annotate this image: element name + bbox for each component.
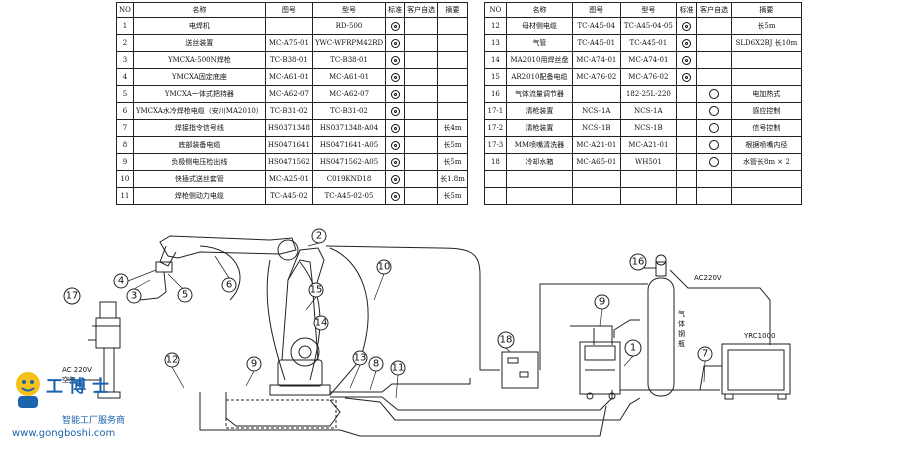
callout-9a: 9: [251, 359, 257, 370]
brand-logo-icon: [16, 372, 40, 408]
table-cell-note: [730, 187, 803, 205]
double-circle-icon: [682, 38, 692, 48]
standard-mark-cell: [676, 34, 698, 52]
air-label: 空气: [62, 375, 76, 384]
double-circle-icon: [390, 55, 400, 65]
table-cell-note: 长5m: [437, 187, 468, 205]
brand-logo-text: 工博士: [46, 377, 115, 397]
double-circle-icon: [390, 157, 400, 167]
callout-8: 8: [373, 359, 379, 370]
ac-left-label: AC 220V: [62, 366, 92, 374]
standard-mark-cell: [385, 170, 406, 188]
table-cell-model: TC-A45-02-05: [311, 187, 387, 205]
double-circle-icon: [390, 140, 400, 150]
table-header-cell: 摘要: [437, 2, 468, 18]
callout-3: 3: [131, 291, 137, 302]
table-row: [484, 187, 803, 205]
circle-icon: [709, 89, 719, 99]
brand-url: www.gongboshi.com: [12, 428, 116, 439]
callout-14: 14: [315, 318, 328, 329]
standard-mark-cell: [385, 119, 406, 137]
gas-cylinder-label: 气体钢瓶: [678, 309, 685, 348]
callout-12: 12: [166, 355, 179, 366]
callout-7: 7: [702, 349, 708, 360]
double-circle-icon: [390, 106, 400, 116]
circle-icon: [709, 157, 719, 167]
double-circle-icon: [390, 89, 400, 99]
double-circle-icon: [682, 72, 692, 82]
robot-arm: [139, 235, 331, 396]
table-cell-drawing: [572, 187, 621, 205]
double-circle-icon: [390, 174, 400, 184]
double-circle-icon: [682, 55, 692, 65]
standard-mark-cell: [676, 187, 698, 205]
circle-icon: [709, 106, 719, 116]
callout-18: 18: [500, 335, 513, 346]
double-circle-icon: [682, 21, 692, 31]
double-circle-icon: [390, 38, 400, 48]
callout-9b: 9: [599, 297, 605, 308]
double-circle-icon: [390, 123, 400, 133]
controller-model-label: YRC1000: [743, 332, 776, 340]
brand-tagline: 智能工厂服务商: [62, 416, 126, 426]
callout-16: 16: [632, 257, 645, 268]
double-circle-icon: [390, 72, 400, 82]
callout-17: 17: [66, 291, 79, 302]
cooling-tank: [501, 351, 539, 389]
callout-labels: [63, 228, 713, 376]
double-circle-icon: [390, 21, 400, 31]
double-circle-icon: [390, 191, 400, 201]
optional-mark-cell: [404, 187, 439, 205]
table-cell-name: 焊枪侧动力电缆: [132, 187, 266, 205]
callout-4: 4: [118, 276, 124, 287]
callout-1: 1: [630, 343, 636, 354]
circle-icon: [709, 140, 719, 150]
table-header-cell: 标准: [676, 2, 698, 18]
nozzle-cleaner: [66, 301, 121, 399]
ac-right-label: AC220V: [694, 274, 722, 282]
callout-15: 15: [310, 285, 323, 296]
callout-5: 5: [182, 290, 188, 301]
standard-mark-cell: [385, 51, 406, 69]
callout-2: 2: [316, 231, 322, 242]
welding-machine: [579, 341, 621, 400]
circle-icon: [709, 123, 719, 133]
gas-cylinder: [640, 254, 675, 397]
table-cell-note: 长5m: [437, 136, 468, 154]
callout-11: 11: [392, 363, 405, 374]
callout-10: 10: [378, 262, 391, 273]
robot-controller: [721, 343, 791, 400]
callout-13: 13: [354, 353, 367, 364]
callout-6: 6: [226, 280, 232, 291]
standard-mark-cell: [385, 187, 406, 205]
